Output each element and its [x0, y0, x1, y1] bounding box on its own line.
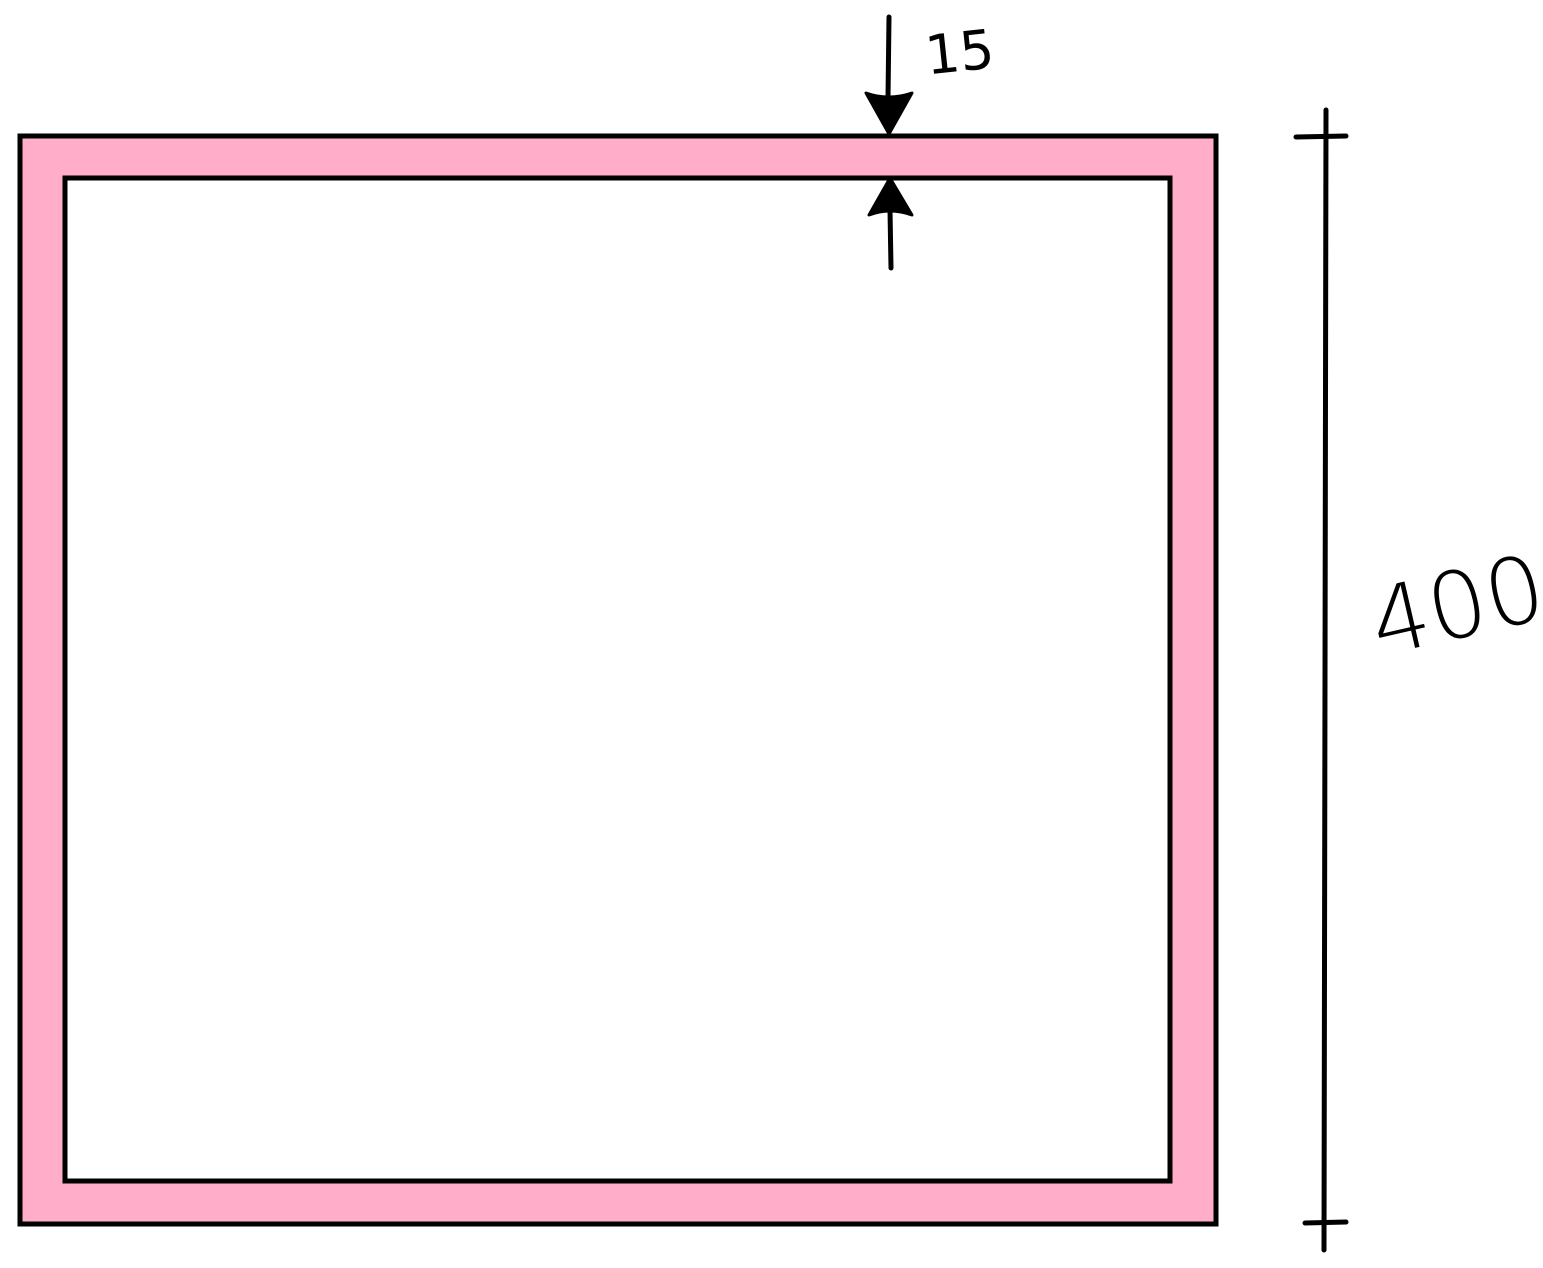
thickness-arrow-bottom-shaft: [887, 207, 894, 271]
thickness-label: 15: [922, 18, 997, 88]
height-dimension: 400: [1293, 107, 1543, 1253]
height-label: 400: [1360, 534, 1543, 678]
thickness-arrow-top-head: [864, 91, 914, 136]
thickness-arrow-top-shaft: [885, 14, 892, 101]
height-dimension-bottom-tick: [1302, 1219, 1349, 1226]
height-dimension-line: [1321, 107, 1329, 1253]
thickness-dimension: 15: [864, 14, 997, 271]
section-wall: [17, 133, 1219, 1227]
height-dimension-top-tick: [1293, 133, 1349, 140]
